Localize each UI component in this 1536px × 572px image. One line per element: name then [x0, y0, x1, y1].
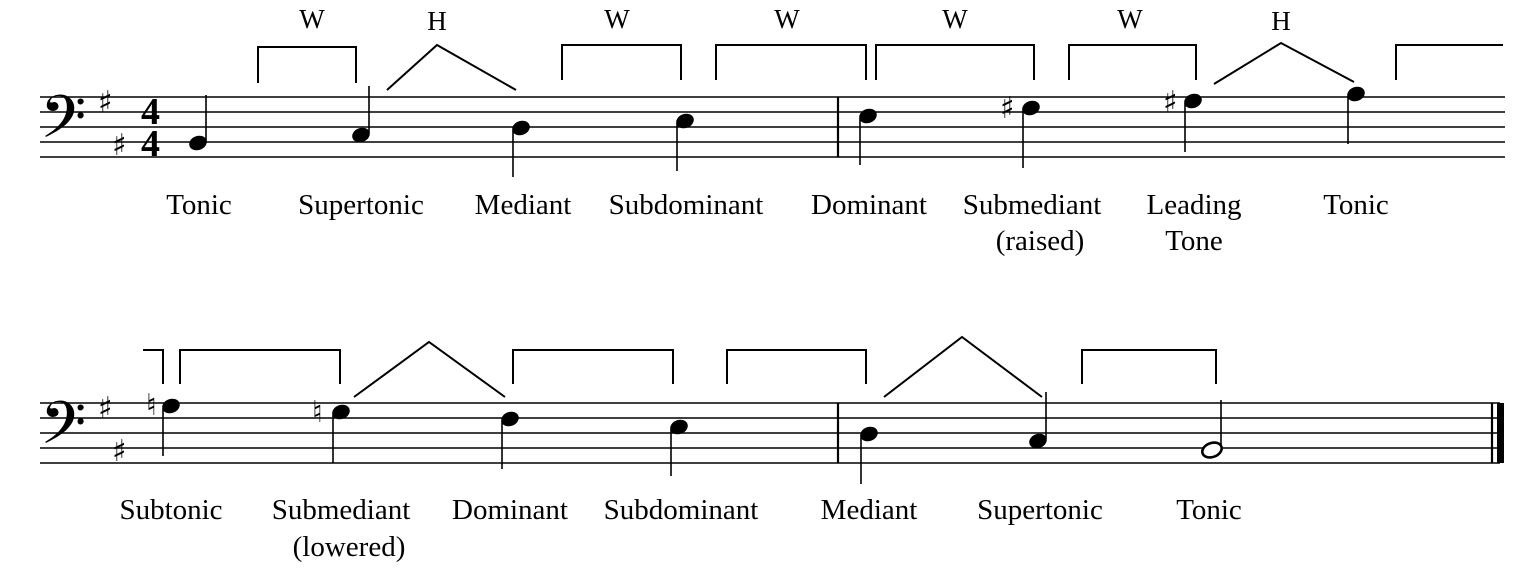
natural-icon: ♮ — [312, 395, 323, 430]
time-signature-top: 4 — [141, 91, 160, 133]
degree-label: Subdominant — [604, 494, 759, 526]
degree-labels: Tonic Supertonic Mediant Subdominant Dom… — [166, 189, 1389, 257]
bass-clef-icon: 𝄢 — [40, 388, 86, 472]
note — [512, 120, 530, 177]
sharp-icon: ♯ — [1000, 91, 1015, 126]
degree-label: Dominant — [452, 494, 568, 526]
degree-label: Supertonic — [977, 494, 1103, 526]
degree-label: Tonic — [1323, 189, 1389, 221]
half-step-peak — [353, 340, 506, 398]
note — [1347, 86, 1365, 144]
step-markers: W H W W W W H — [257, 4, 1503, 91]
half-step-peak — [883, 335, 1043, 398]
degree-label-qualifier: Tone — [1165, 225, 1223, 257]
half-step-peak — [1213, 41, 1355, 85]
final-barline — [1490, 403, 1504, 463]
bass-clef-icon: 𝄢 — [40, 82, 86, 166]
note — [189, 95, 207, 151]
degree-label: Supertonic — [298, 189, 424, 221]
whole-step-bracket — [1081, 349, 1217, 384]
degree-labels: Subtonic Submediant (lowered) Dominant S… — [119, 494, 1241, 563]
whole-step-bracket — [715, 44, 867, 80]
staff-1-lines — [40, 96, 1505, 158]
degree-label: Mediant — [821, 494, 918, 526]
degree-label: Mediant — [475, 189, 572, 221]
step-label: H — [1271, 6, 1291, 36]
whole-step-bracket — [875, 44, 1035, 80]
note — [352, 86, 370, 143]
degree-label: Leading — [1146, 189, 1241, 221]
key-signature: ♯ ♯ — [98, 85, 127, 163]
sharp-icon: ♯ — [98, 391, 113, 426]
degree-label-qualifier: (raised) — [996, 225, 1085, 257]
step-label: W — [942, 4, 968, 34]
half-note — [1201, 400, 1223, 459]
note — [501, 411, 519, 469]
sharp-icon: ♯ — [1163, 85, 1178, 120]
step-label: W — [299, 4, 325, 34]
degree-label: Subtonic — [119, 494, 222, 526]
step-label: W — [1117, 4, 1143, 34]
sharp-icon: ♯ — [112, 434, 127, 469]
staff-1: 𝄢 ♯ ♯ 4 4 ♯ — [40, 4, 1505, 257]
whole-step-bracket — [257, 46, 357, 83]
step-label: W — [774, 4, 800, 34]
staff-2-lines — [40, 402, 1500, 464]
step-label: H — [427, 6, 447, 36]
sharp-icon: ♯ — [112, 128, 127, 163]
time-signature-bottom: 4 — [141, 123, 160, 165]
note — [1029, 392, 1047, 449]
key-signature: ♯ ♯ — [98, 391, 127, 469]
whole-step-bracket — [1395, 44, 1503, 80]
time-signature: 4 4 — [141, 91, 160, 165]
step-label: W — [604, 4, 630, 34]
whole-step-bracket — [512, 349, 674, 384]
degree-label: Tonic — [166, 189, 232, 221]
step-markers — [143, 335, 1217, 398]
note: ♮ — [146, 388, 180, 456]
note — [670, 419, 688, 476]
degree-label: Tonic — [1176, 494, 1242, 526]
degree-label: Submediant — [963, 189, 1102, 221]
whole-step-bracket — [561, 44, 682, 80]
natural-icon: ♮ — [146, 388, 157, 423]
degree-label-qualifier: (lowered) — [293, 531, 406, 563]
note: ♯ — [1163, 85, 1202, 152]
degree-label: Dominant — [811, 189, 927, 221]
whole-step-bracket — [1068, 44, 1197, 80]
note — [859, 108, 877, 165]
note — [676, 113, 694, 171]
note: ♮ — [312, 395, 350, 463]
sharp-icon: ♯ — [98, 85, 113, 120]
degree-label: Submediant — [272, 494, 411, 526]
whole-step-bracket — [179, 349, 341, 384]
half-step-peak — [386, 43, 517, 91]
whole-step-bracket — [726, 349, 867, 384]
degree-label: Subdominant — [609, 189, 764, 221]
note — [860, 426, 878, 484]
staff-2: 𝄢 ♯ ♯ ♮ ♮ — [40, 335, 1504, 563]
note: ♯ — [1000, 91, 1040, 168]
whole-step-bracket — [143, 349, 164, 384]
